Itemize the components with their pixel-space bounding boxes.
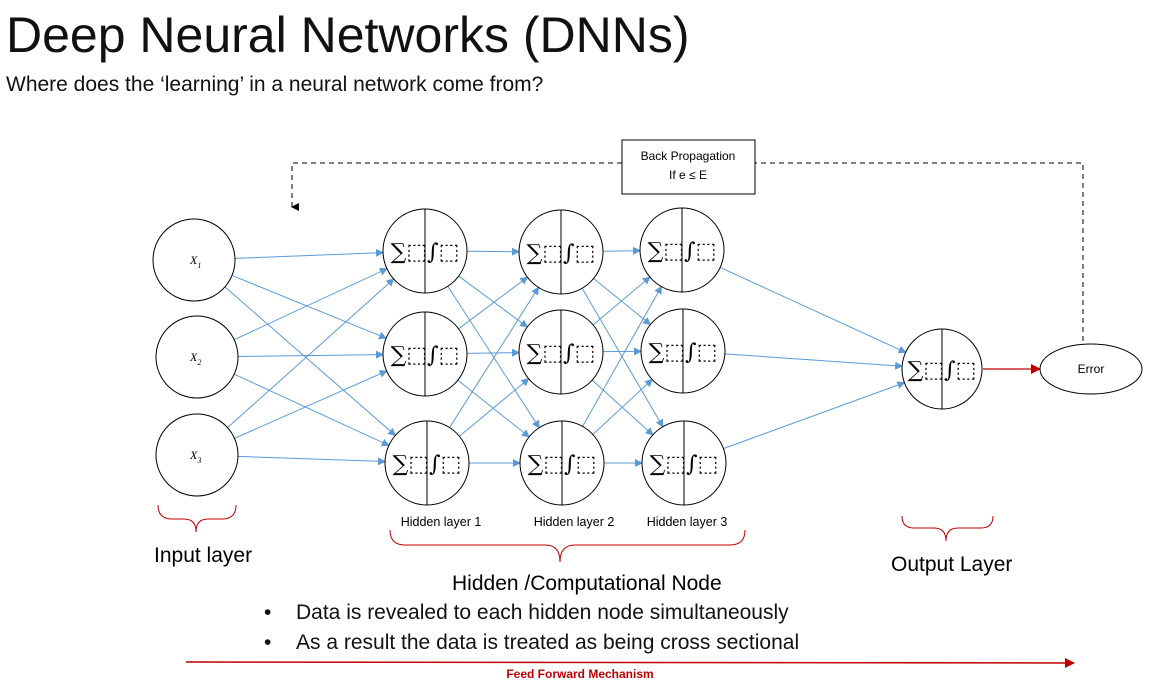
connection-edge bbox=[458, 276, 529, 330]
connection-edge bbox=[237, 350, 385, 359]
hidden-layer-2-node: ∑⬚∫⬚ bbox=[518, 309, 604, 395]
connection-edge bbox=[234, 248, 385, 259]
bullet-item: As a result the data is treated as being… bbox=[262, 628, 799, 658]
page-subtitle: Where does the ‘learning’ in a neural ne… bbox=[6, 73, 544, 96]
hidden-layer-brace bbox=[389, 529, 746, 563]
input-layer-label: Input layer bbox=[154, 544, 252, 567]
input-variable: X bbox=[189, 448, 198, 462]
connection-edge bbox=[582, 285, 662, 427]
input-subscript: 1 bbox=[197, 261, 201, 270]
error-label: Error bbox=[1078, 362, 1105, 376]
neuron-function-glyph: ∑⬚∫⬚ bbox=[528, 452, 597, 477]
backprop-line-right bbox=[755, 162, 1084, 350]
output-layer-label: Output Layer bbox=[891, 553, 1012, 576]
connection-edge bbox=[593, 278, 652, 326]
page-title: Deep Neural Networks (DNNs) bbox=[6, 7, 690, 63]
neuron-function-glyph: ∑⬚∫⬚ bbox=[649, 340, 718, 365]
connection-edge bbox=[234, 373, 390, 447]
input-variable: X bbox=[189, 350, 198, 364]
svg-text:X2: X2 bbox=[189, 350, 201, 367]
backprop-box bbox=[621, 139, 756, 195]
input-subscript: 3 bbox=[196, 456, 201, 465]
bullet-list: Data is revealed to each hidden node sim… bbox=[262, 598, 799, 658]
hidden-layer-1-node: ∑⬚∫⬚ bbox=[382, 208, 468, 294]
input-node: X3 bbox=[155, 413, 239, 497]
svg-text:X3: X3 bbox=[189, 448, 201, 465]
neuron-function-glyph: ∑⬚∫⬚ bbox=[391, 343, 460, 368]
hidden-layer-1-label: Hidden layer 1 bbox=[401, 515, 482, 529]
input-subscript: 2 bbox=[197, 358, 201, 367]
hidden-layer-2-node: ∑⬚∫⬚ bbox=[518, 209, 604, 295]
feed-forward-arrow bbox=[185, 657, 1075, 668]
neuron-function-glyph: ∑⬚∫⬚ bbox=[650, 452, 719, 477]
input-variable: X bbox=[189, 253, 198, 267]
input-node: X1 bbox=[152, 218, 236, 302]
connection-edge bbox=[224, 286, 397, 437]
hidden-layer-3-node: ∑⬚∫⬚ bbox=[639, 207, 725, 293]
connection-edge bbox=[466, 348, 521, 357]
connection-edge bbox=[227, 278, 395, 429]
connection-edge bbox=[459, 378, 530, 437]
error-node bbox=[1039, 343, 1143, 395]
bullet-item: Data is revealed to each hidden node sim… bbox=[262, 598, 799, 628]
connection-edge bbox=[592, 276, 651, 326]
feed-forward-label: Feed Forward Mechanism bbox=[506, 667, 653, 681]
backprop-label: Back Propagation bbox=[641, 149, 736, 163]
hidden-layer-2-label: Hidden layer 2 bbox=[534, 515, 615, 529]
hidden-layer-1-node: ∑⬚∫⬚ bbox=[384, 420, 470, 506]
hidden-layer-3-node: ∑⬚∫⬚ bbox=[641, 420, 727, 506]
output-node: ∑⬚∫⬚ bbox=[901, 328, 983, 410]
neuron-function-glyph: ∑⬚∫⬚ bbox=[527, 241, 596, 266]
hidden-layer-3-label: Hidden layer 3 bbox=[647, 515, 728, 529]
connection-edge bbox=[237, 455, 387, 466]
connection-edge bbox=[724, 353, 904, 370]
svg-text:X1: X1 bbox=[189, 253, 201, 270]
connection-edge bbox=[234, 370, 388, 439]
neuron-function-glyph: ∑⬚∫⬚ bbox=[391, 240, 460, 265]
connection-edge bbox=[581, 288, 664, 428]
input-node: X2 bbox=[155, 315, 239, 399]
neuron-nodes: ∑⬚∫⬚ ∑⬚∫⬚ ∑⬚∫⬚ ∑⬚∫⬚ ∑⬚∫⬚ ∑⬚∫⬚ ∑⬚∫⬚ ∑⬚∫⬚ ∑⬚∫⬚ ∑⬚∫⬚ bbox=[382, 207, 983, 506]
backprop-line-left bbox=[291, 162, 622, 211]
connection-edge bbox=[458, 275, 529, 328]
connection-edge bbox=[449, 286, 540, 428]
neuron-function-glyph: ∑⬚∫⬚ bbox=[393, 452, 462, 477]
output-layer-brace bbox=[901, 515, 994, 542]
connection-edge bbox=[592, 378, 653, 435]
neuron-function-glyph: ∑⬚∫⬚ bbox=[908, 358, 977, 383]
hidden-layer-1-node: ∑⬚∫⬚ bbox=[382, 311, 468, 397]
connection-edge bbox=[723, 381, 906, 450]
connection-edge bbox=[233, 268, 388, 341]
neuron-function-glyph: ∑⬚∫⬚ bbox=[527, 341, 596, 366]
hidden-group-label: Hidden /Computational Node bbox=[452, 572, 722, 595]
connection-edge bbox=[447, 286, 540, 429]
connection-edges bbox=[224, 246, 907, 467]
connection-edge bbox=[719, 267, 907, 354]
connection-edge bbox=[231, 274, 388, 340]
neuron-function-glyph: ∑⬚∫⬚ bbox=[648, 239, 717, 264]
hidden-layer-2-node: ∑⬚∫⬚ bbox=[519, 420, 605, 506]
backprop-condition: If e ≤ E bbox=[669, 168, 707, 182]
connection-edge bbox=[602, 246, 642, 255]
hidden-layer-3-node: ∑⬚∫⬚ bbox=[640, 308, 726, 394]
input-layer-brace bbox=[157, 504, 237, 533]
